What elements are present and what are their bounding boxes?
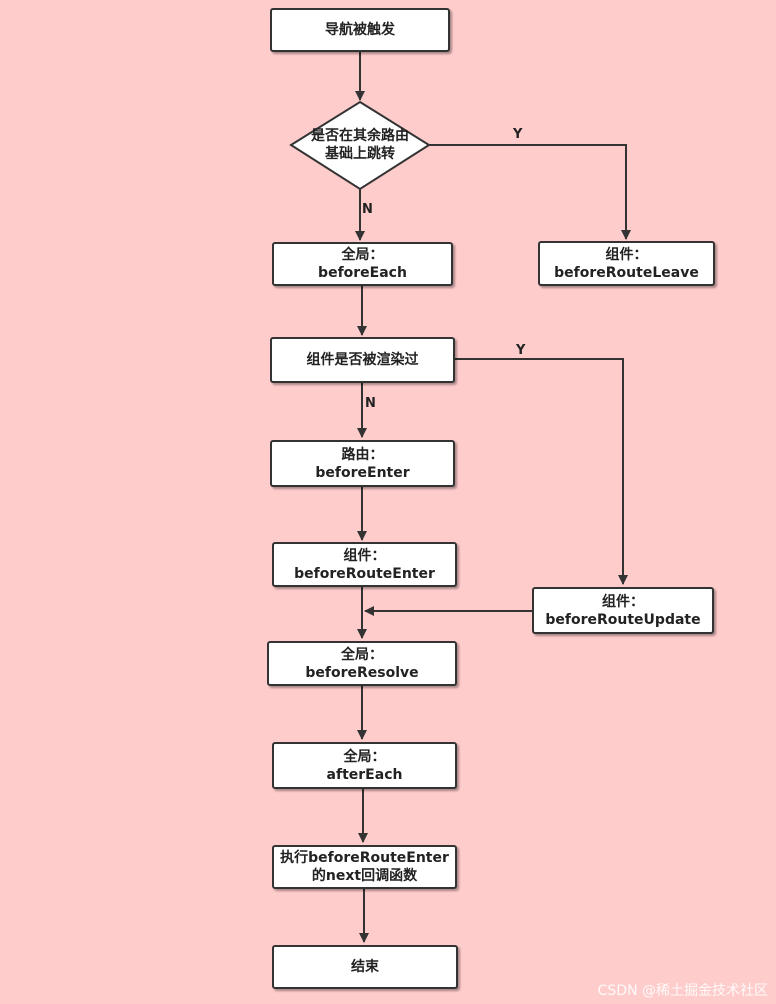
edge-rendered-update xyxy=(455,358,628,585)
decision-line-1: 是否在其余路由 xyxy=(311,128,409,144)
after-each-line-2: afterEach xyxy=(326,766,403,783)
edge-label-decision-yes: Y xyxy=(513,127,523,142)
before-route-leave-line-1: 组件： xyxy=(605,246,648,263)
node-before-each: 全局： beforeEach xyxy=(272,242,453,286)
node-before-route-enter: 组件： beforeRouteEnter xyxy=(272,542,457,587)
before-each-line-2: beforeEach xyxy=(318,265,407,281)
watermark: CSDN @稀土掘金技术社区 xyxy=(597,983,768,999)
node-end: 结束 xyxy=(272,945,458,989)
before-enter-line-1: 路由： xyxy=(341,446,384,463)
end-label: 结束 xyxy=(351,959,379,975)
next-callback-line-2: 的next回调函数 xyxy=(311,868,418,884)
node-start-label: 导航被触发 xyxy=(325,22,395,38)
before-route-enter-line-1: 组件： xyxy=(343,547,386,564)
before-resolve-line-2: beforeResolve xyxy=(305,664,419,681)
node-before-enter: 路由： beforeEnter xyxy=(270,440,455,487)
before-route-update-line-1: 组件： xyxy=(602,593,644,610)
decision-line-2: 基础上跳转 xyxy=(325,146,395,162)
node-before-route-update: 组件： beforeRouteUpdate xyxy=(532,587,714,634)
node-next-callback: 执行beforeRouteEnter 的next回调函数 xyxy=(272,845,457,889)
before-route-update-line-2: beforeRouteUpdate xyxy=(545,611,701,628)
next-callback-line-1: 执行beforeRouteEnter xyxy=(280,850,449,866)
node-before-route-leave: 组件： beforeRouteLeave xyxy=(538,241,715,286)
edge-label-rendered-no: N xyxy=(365,396,376,411)
node-rendered-check: 组件是否被渲染过 xyxy=(270,337,455,383)
edge-label-rendered-yes: Y xyxy=(516,343,526,358)
edge-label-decision-no: N xyxy=(362,202,373,217)
node-decision-label: 是否在其余路由 基础上跳转 xyxy=(290,127,430,163)
before-route-leave-line-2: beforeRouteLeave xyxy=(554,264,699,281)
before-resolve-line-1: 全局： xyxy=(341,646,383,663)
node-after-each: 全局： afterEach xyxy=(272,742,457,789)
edge-decision-leave xyxy=(429,144,631,240)
node-start: 导航被触发 xyxy=(270,8,450,52)
after-each-line-1: 全局： xyxy=(343,748,386,765)
node-before-resolve: 全局： beforeResolve xyxy=(267,641,457,686)
before-each-line-1: 全局： xyxy=(341,247,384,263)
rendered-check-label: 组件是否被渲染过 xyxy=(306,352,419,368)
before-enter-line-2: beforeEnter xyxy=(315,464,410,481)
before-route-enter-line-2: beforeRouteEnter xyxy=(294,565,435,582)
